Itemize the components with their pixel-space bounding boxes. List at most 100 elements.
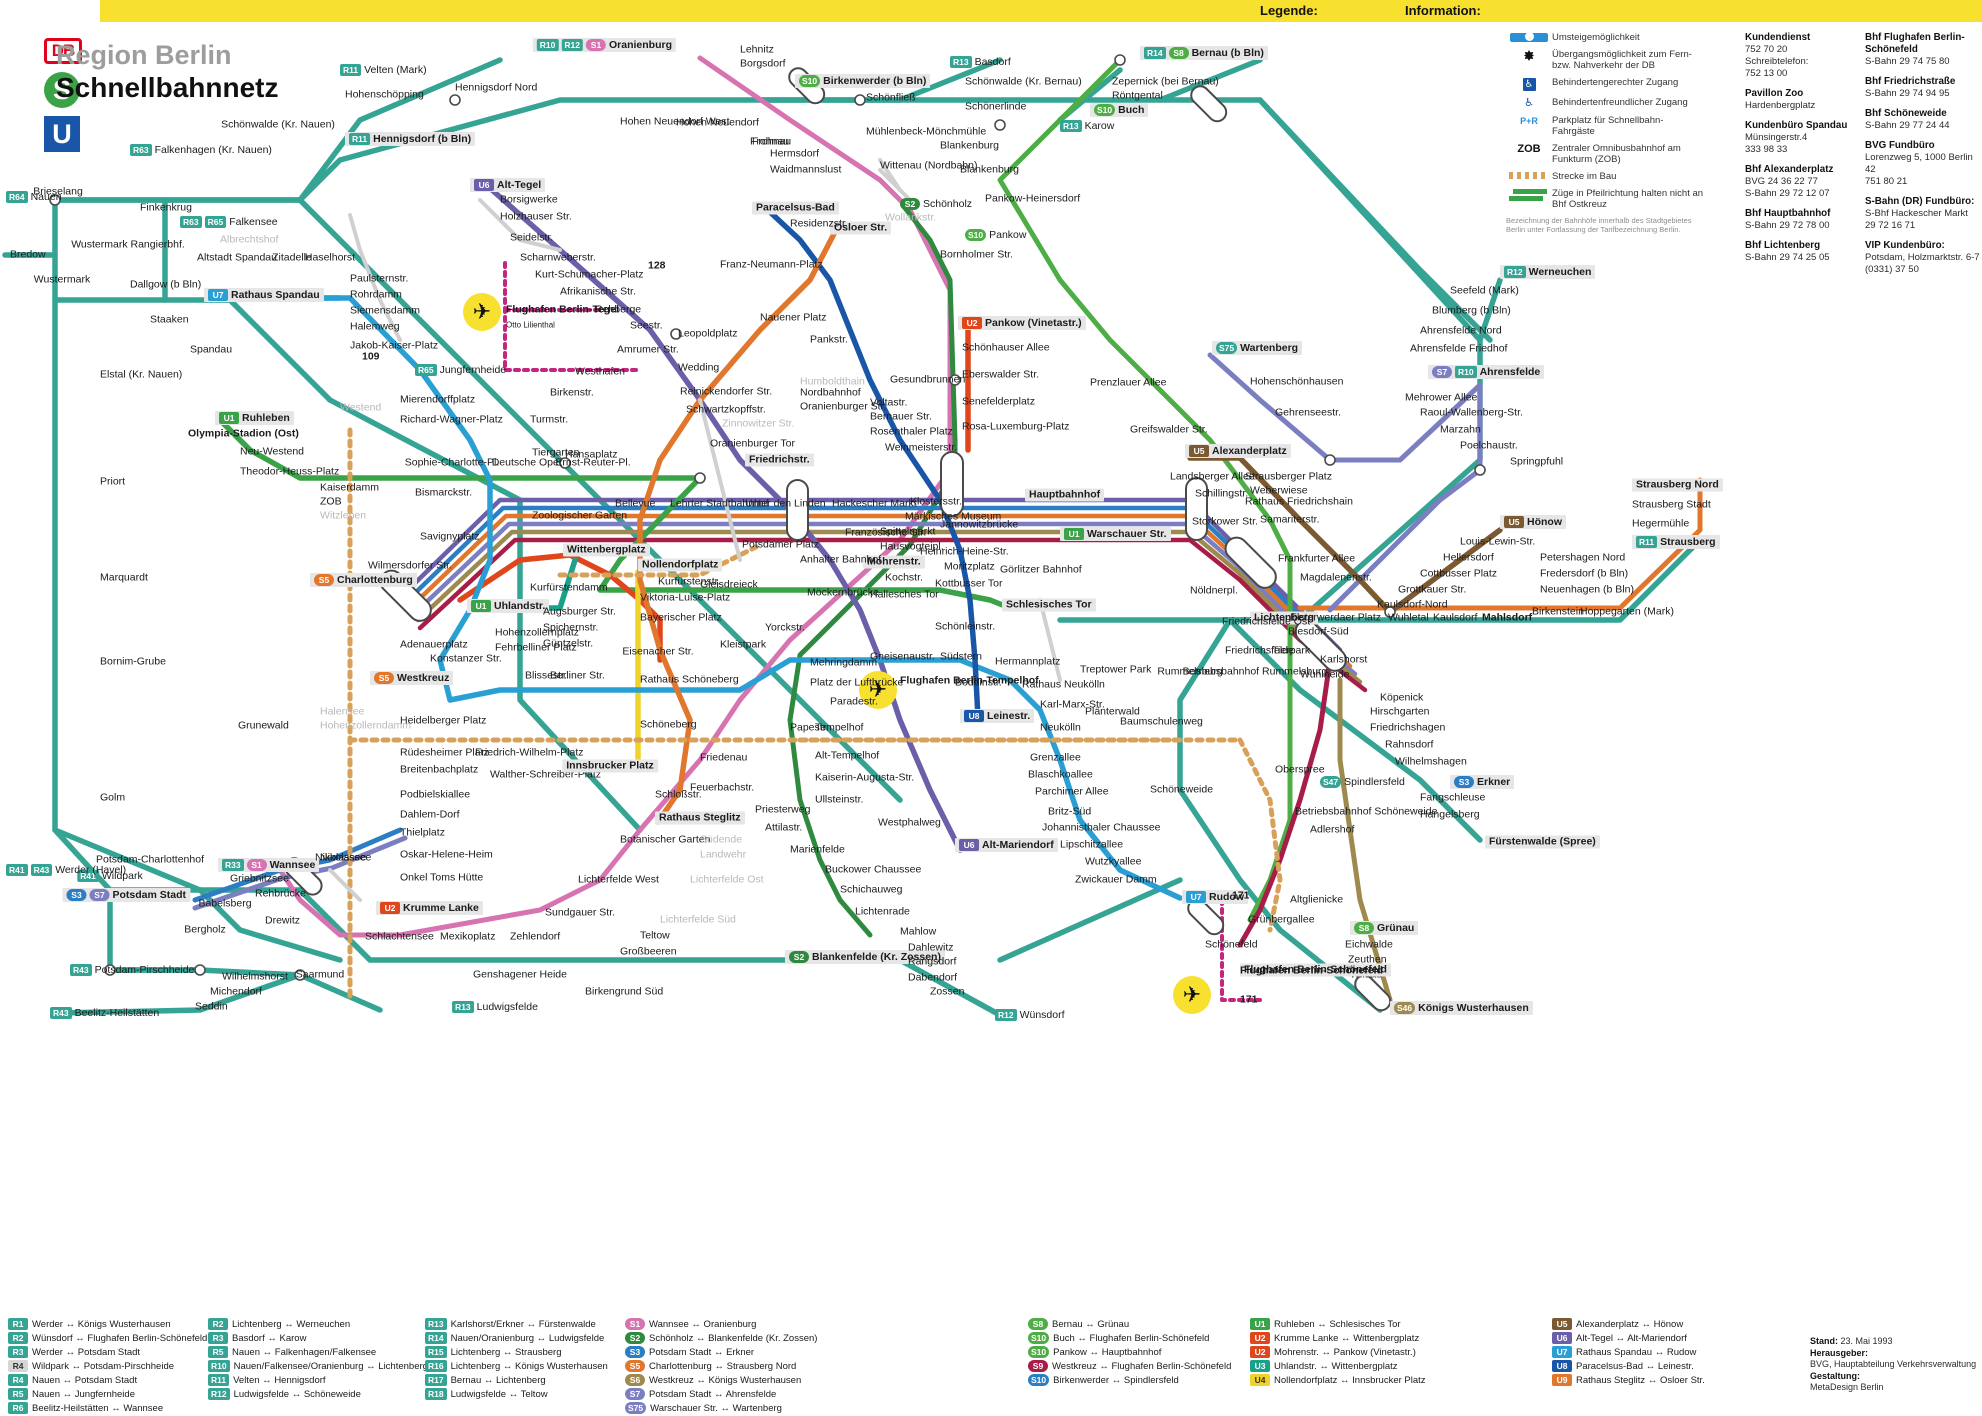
line-route: Lichtenberg ↔ Strausberg bbox=[450, 1347, 562, 1358]
station-name: Karow bbox=[1084, 119, 1115, 132]
station-label: Marzahn bbox=[1440, 424, 1481, 436]
station-name: Teltow bbox=[640, 929, 670, 942]
line-badge: U6 bbox=[959, 839, 979, 851]
legend-item-skip-ostkreuz: Züge in Pfeilrichtung halten nicht an Bh… bbox=[1506, 188, 1706, 210]
station-name: Werder (Havel) bbox=[55, 863, 127, 876]
station-label: Nikolassee bbox=[320, 852, 371, 864]
station-label: Walther-Schreiber-Platz bbox=[490, 769, 601, 781]
station-label: Priesterweg bbox=[755, 804, 810, 816]
station-name: Nöldnerpl. bbox=[1190, 584, 1238, 597]
station-name: Südende bbox=[700, 833, 743, 846]
station-name: Moritzplatz bbox=[944, 560, 995, 573]
station-label: Köpenick bbox=[1380, 692, 1423, 704]
station-name: Onkel Toms Hütte bbox=[400, 871, 484, 884]
station-name: Adlershof bbox=[1310, 823, 1355, 836]
station-name: Wutzkyallee bbox=[1085, 855, 1142, 868]
station-name: Tiergarten bbox=[532, 446, 580, 459]
line-badge: S10 bbox=[1094, 104, 1116, 116]
station-label: Holzhauser Str. bbox=[500, 211, 572, 223]
station-name: Landsberger Allee bbox=[1170, 470, 1255, 483]
station-label: Spichernstr. bbox=[543, 622, 598, 634]
station-label: Podbielskiallee bbox=[400, 789, 470, 801]
information-column-2: Bhf Flughafen Berlin-Schönefeld S-Bahn 2… bbox=[1865, 32, 1982, 284]
station-name: Hangelsberg bbox=[1420, 808, 1480, 821]
station-name: Wittenau (Nordbahn) bbox=[880, 159, 978, 172]
station-label: Hallesches Tor bbox=[870, 589, 939, 601]
station-name: Breitenbachplatz bbox=[400, 763, 479, 776]
station-name: Birkenstr. bbox=[550, 386, 594, 399]
station-name: Savignyplatz bbox=[420, 530, 480, 543]
line-badge: S2 bbox=[625, 1332, 645, 1345]
station-name: Bredow bbox=[10, 248, 46, 261]
line-badge: R5 bbox=[208, 1346, 228, 1359]
line-badge: R15 bbox=[425, 1346, 447, 1359]
station-name: Schönerlinde bbox=[965, 100, 1027, 113]
line-badge: U2 bbox=[962, 317, 982, 329]
station-label: Treptower Park bbox=[1080, 664, 1151, 676]
station-label: Rehbrücke bbox=[255, 888, 306, 900]
station-label: Tempelhof bbox=[815, 722, 863, 734]
station-label: Richard-Wagner-Platz bbox=[400, 414, 503, 426]
station-name: Lichterfelde Ost bbox=[690, 873, 764, 886]
imprint-stand-label: Stand: bbox=[1810, 1336, 1838, 1346]
station-name: Biesdorf-Süd bbox=[1288, 625, 1349, 638]
station-name: Schillingstr. bbox=[1195, 487, 1249, 500]
station-name: Priort bbox=[100, 475, 126, 488]
station-label: Oskar-Helene-Heim bbox=[400, 849, 493, 861]
station-label: Französische Str. bbox=[845, 527, 926, 539]
station-label: Grunewald bbox=[238, 720, 289, 732]
station-label: Südstern bbox=[940, 651, 982, 663]
station-name: Beelitz-Heilstätten bbox=[74, 1006, 160, 1019]
station-label: Zossen bbox=[930, 986, 964, 998]
station-name: Magdalenenstr. bbox=[1300, 571, 1372, 584]
station-name: Lehnitz bbox=[740, 43, 774, 56]
